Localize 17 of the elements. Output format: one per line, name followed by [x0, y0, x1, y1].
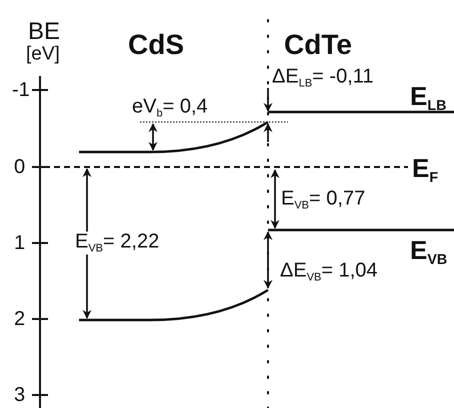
axis-unit: [eV]: [26, 44, 60, 64]
value-label: ΔE$_{LB}$= -0,11: [272, 66, 374, 90]
value-label: eV$_{b}$= 0,4: [132, 96, 208, 120]
value-label: E$_{VB}$= 0,77: [281, 188, 366, 212]
band-label: E$_{LB}$: [410, 82, 446, 114]
band-label: E$_{F}$: [412, 154, 438, 186]
tick-label: 0: [14, 157, 26, 177]
value-label: E$_{VB}$= 2,22: [75, 232, 160, 254]
tick-label: 3: [14, 385, 26, 405]
material-label: CdTe: [284, 31, 352, 59]
band-label: E$_{VB}$: [410, 236, 448, 268]
material-label: CdS: [128, 31, 184, 59]
axis-title: BE: [28, 20, 60, 44]
value-label: ΔE$_{VB}$= 1,04: [280, 260, 378, 284]
tick-label: 2: [14, 309, 26, 329]
tick-label: 1: [14, 233, 26, 253]
tick-label: -1: [12, 80, 30, 100]
